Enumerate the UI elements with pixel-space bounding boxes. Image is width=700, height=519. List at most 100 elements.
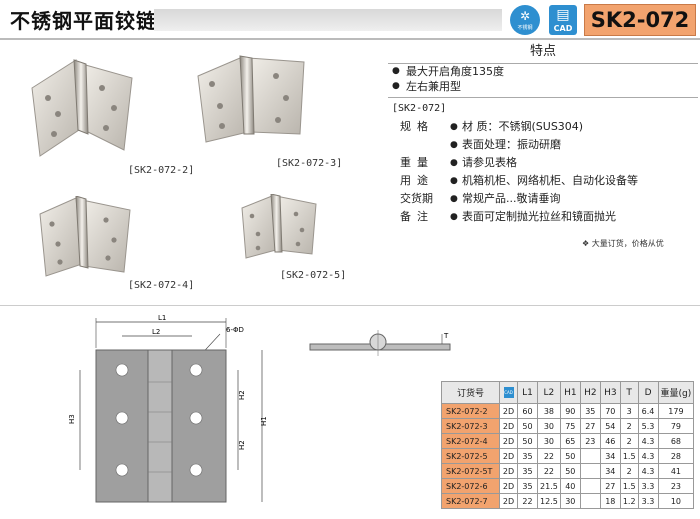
table-cell xyxy=(579,478,601,494)
spec-key: 交货期 xyxy=(400,192,433,205)
table-cell xyxy=(579,463,601,479)
dim-L1: L1 xyxy=(158,314,166,322)
table-cell-order-no: SK2-072-6 xyxy=(441,478,500,494)
table-cell: 2D xyxy=(499,403,518,419)
bulk-order-note: ❖ 大量订货，价格从优 xyxy=(582,239,664,248)
table-cell: 1.2 xyxy=(619,493,639,509)
table-cell: 35 xyxy=(517,478,538,494)
table-cell-order-no: SK2-072-5T xyxy=(441,463,500,479)
table-cell: 2D xyxy=(499,448,518,464)
dim-H2-top: H2 xyxy=(238,390,246,400)
table-cell: 28 xyxy=(657,448,695,464)
table-cell: 68 xyxy=(657,433,695,449)
table-cell: 50 xyxy=(517,418,538,434)
header-bar: 不锈钢平面铰链 ✲ 不锈钢 ▤ CAD SK2-072 xyxy=(0,0,700,40)
feature-item: 最大开启角度135度 xyxy=(388,64,698,79)
spec-row: 备注 表面可定制抛光拉丝和镜面抛光 xyxy=(388,208,698,226)
page-title: 不锈钢平面铰链 xyxy=(10,9,157,33)
table-cell xyxy=(579,493,601,509)
table-cell-order-no: SK2-072-5 xyxy=(441,448,500,464)
table-cell: 21.5 xyxy=(537,478,561,494)
cad-icon-label: CAD xyxy=(553,24,573,33)
spec-row: 用途 机箱机柜、网络机柜、自动化设备等 xyxy=(388,172,698,190)
spec-row: 交货期 常规产品...敬请垂询 xyxy=(388,190,698,208)
col-T: T xyxy=(619,381,639,404)
spec-value: 表面可定制抛光拉丝和镜面抛光 xyxy=(450,208,616,226)
cad-icon: ▤ CAD xyxy=(549,5,577,35)
table-cell: 40 xyxy=(559,478,581,494)
table-cell-order-no: SK2-072-7 xyxy=(441,493,500,509)
table-cell-order-no: SK2-072-2 xyxy=(441,403,500,419)
product-code-badge: SK2-072 xyxy=(584,4,696,36)
table-cell: 22 xyxy=(517,493,538,509)
col-L2: L2 xyxy=(537,381,561,404)
table-cell: 22 xyxy=(537,463,561,479)
spec-row: 重量 请参见表格 xyxy=(388,154,698,172)
table-cell: 35 xyxy=(579,403,601,419)
table-cell: 75 xyxy=(559,418,581,434)
table-cell: 27 xyxy=(599,478,621,494)
table-cell: 46 xyxy=(599,433,621,449)
spec-value: 请参见表格 xyxy=(450,154,517,172)
model-tag: [SK2-072] xyxy=(392,103,447,114)
cad-icon: CAD xyxy=(503,387,514,398)
stainless-steel-icon: ✲ 不锈钢 xyxy=(510,5,540,35)
photo-label-4: [SK2-072-4] xyxy=(128,280,195,291)
spec-panel: 特点 最大开启角度135度 左右兼用型 [SK2-072] 规格 材 质：不锈钢… xyxy=(388,44,698,226)
table-cell: 50 xyxy=(559,448,581,464)
table-cell: 12.5 xyxy=(537,493,561,509)
col-weight: 重量(g) xyxy=(657,381,695,404)
table-cell: 2D xyxy=(499,418,518,434)
hinge-photo-3 xyxy=(197,55,305,143)
model-divider xyxy=(388,97,698,98)
table-cell: 30 xyxy=(559,493,581,509)
spec-value: 机箱机柜、网络机柜、自动化设备等 xyxy=(450,172,638,190)
table-cell: 2D xyxy=(499,493,518,509)
table-cell: 79 xyxy=(657,418,695,434)
table-cell: 38 xyxy=(537,403,561,419)
table-cell: 27 xyxy=(579,418,601,434)
table-cell: 18 xyxy=(599,493,621,509)
table-cell: 2D xyxy=(499,433,518,449)
table-cell: 2D xyxy=(499,463,518,479)
table-cell: 50 xyxy=(517,433,538,449)
col-order-no: 订货号 xyxy=(441,381,500,404)
spec-value: 常规产品...敬请垂询 xyxy=(450,190,561,208)
table-cell: 3.3 xyxy=(637,493,659,509)
table-cell: 23 xyxy=(579,433,601,449)
table-cell: 30 xyxy=(537,433,561,449)
section-divider xyxy=(0,305,700,306)
table-cell: 2 xyxy=(619,418,639,434)
technical-drawing-front: L1 L2 6-ΦD H3 H2 H2 H1 xyxy=(68,314,268,503)
table-cell: 30 xyxy=(537,418,561,434)
dim-H1: H1 xyxy=(260,416,268,426)
col-H3: H3 xyxy=(599,381,621,404)
table-cell-order-no: SK2-072-3 xyxy=(441,418,500,434)
table-cell: 41 xyxy=(657,463,695,479)
features-heading: 特点 xyxy=(529,44,556,59)
hinge-photo-2 xyxy=(31,59,133,157)
col-H1: H1 xyxy=(559,381,581,404)
col-H2: H2 xyxy=(579,381,601,404)
table-cell: 2 xyxy=(619,433,639,449)
table-cell: 23 xyxy=(657,478,695,494)
table-cell: 35 xyxy=(517,463,538,479)
dim-H3: H3 xyxy=(68,414,76,424)
photo-label-3: [SK2-072-3] xyxy=(276,158,343,169)
col-L1: L1 xyxy=(517,381,538,404)
header-gradient-bar xyxy=(154,9,502,31)
table-cell: 3 xyxy=(619,403,639,419)
dim-H2-bottom: H2 xyxy=(238,440,246,450)
hinge-photo-4 xyxy=(39,196,131,277)
table-cell: 2D xyxy=(499,478,518,494)
hinge-photo-5 xyxy=(241,194,317,259)
col-D: D xyxy=(637,381,659,404)
table-cell-order-no: SK2-072-4 xyxy=(441,433,500,449)
table-cell: 10 xyxy=(657,493,695,509)
spec-key: 规格 xyxy=(400,120,434,133)
